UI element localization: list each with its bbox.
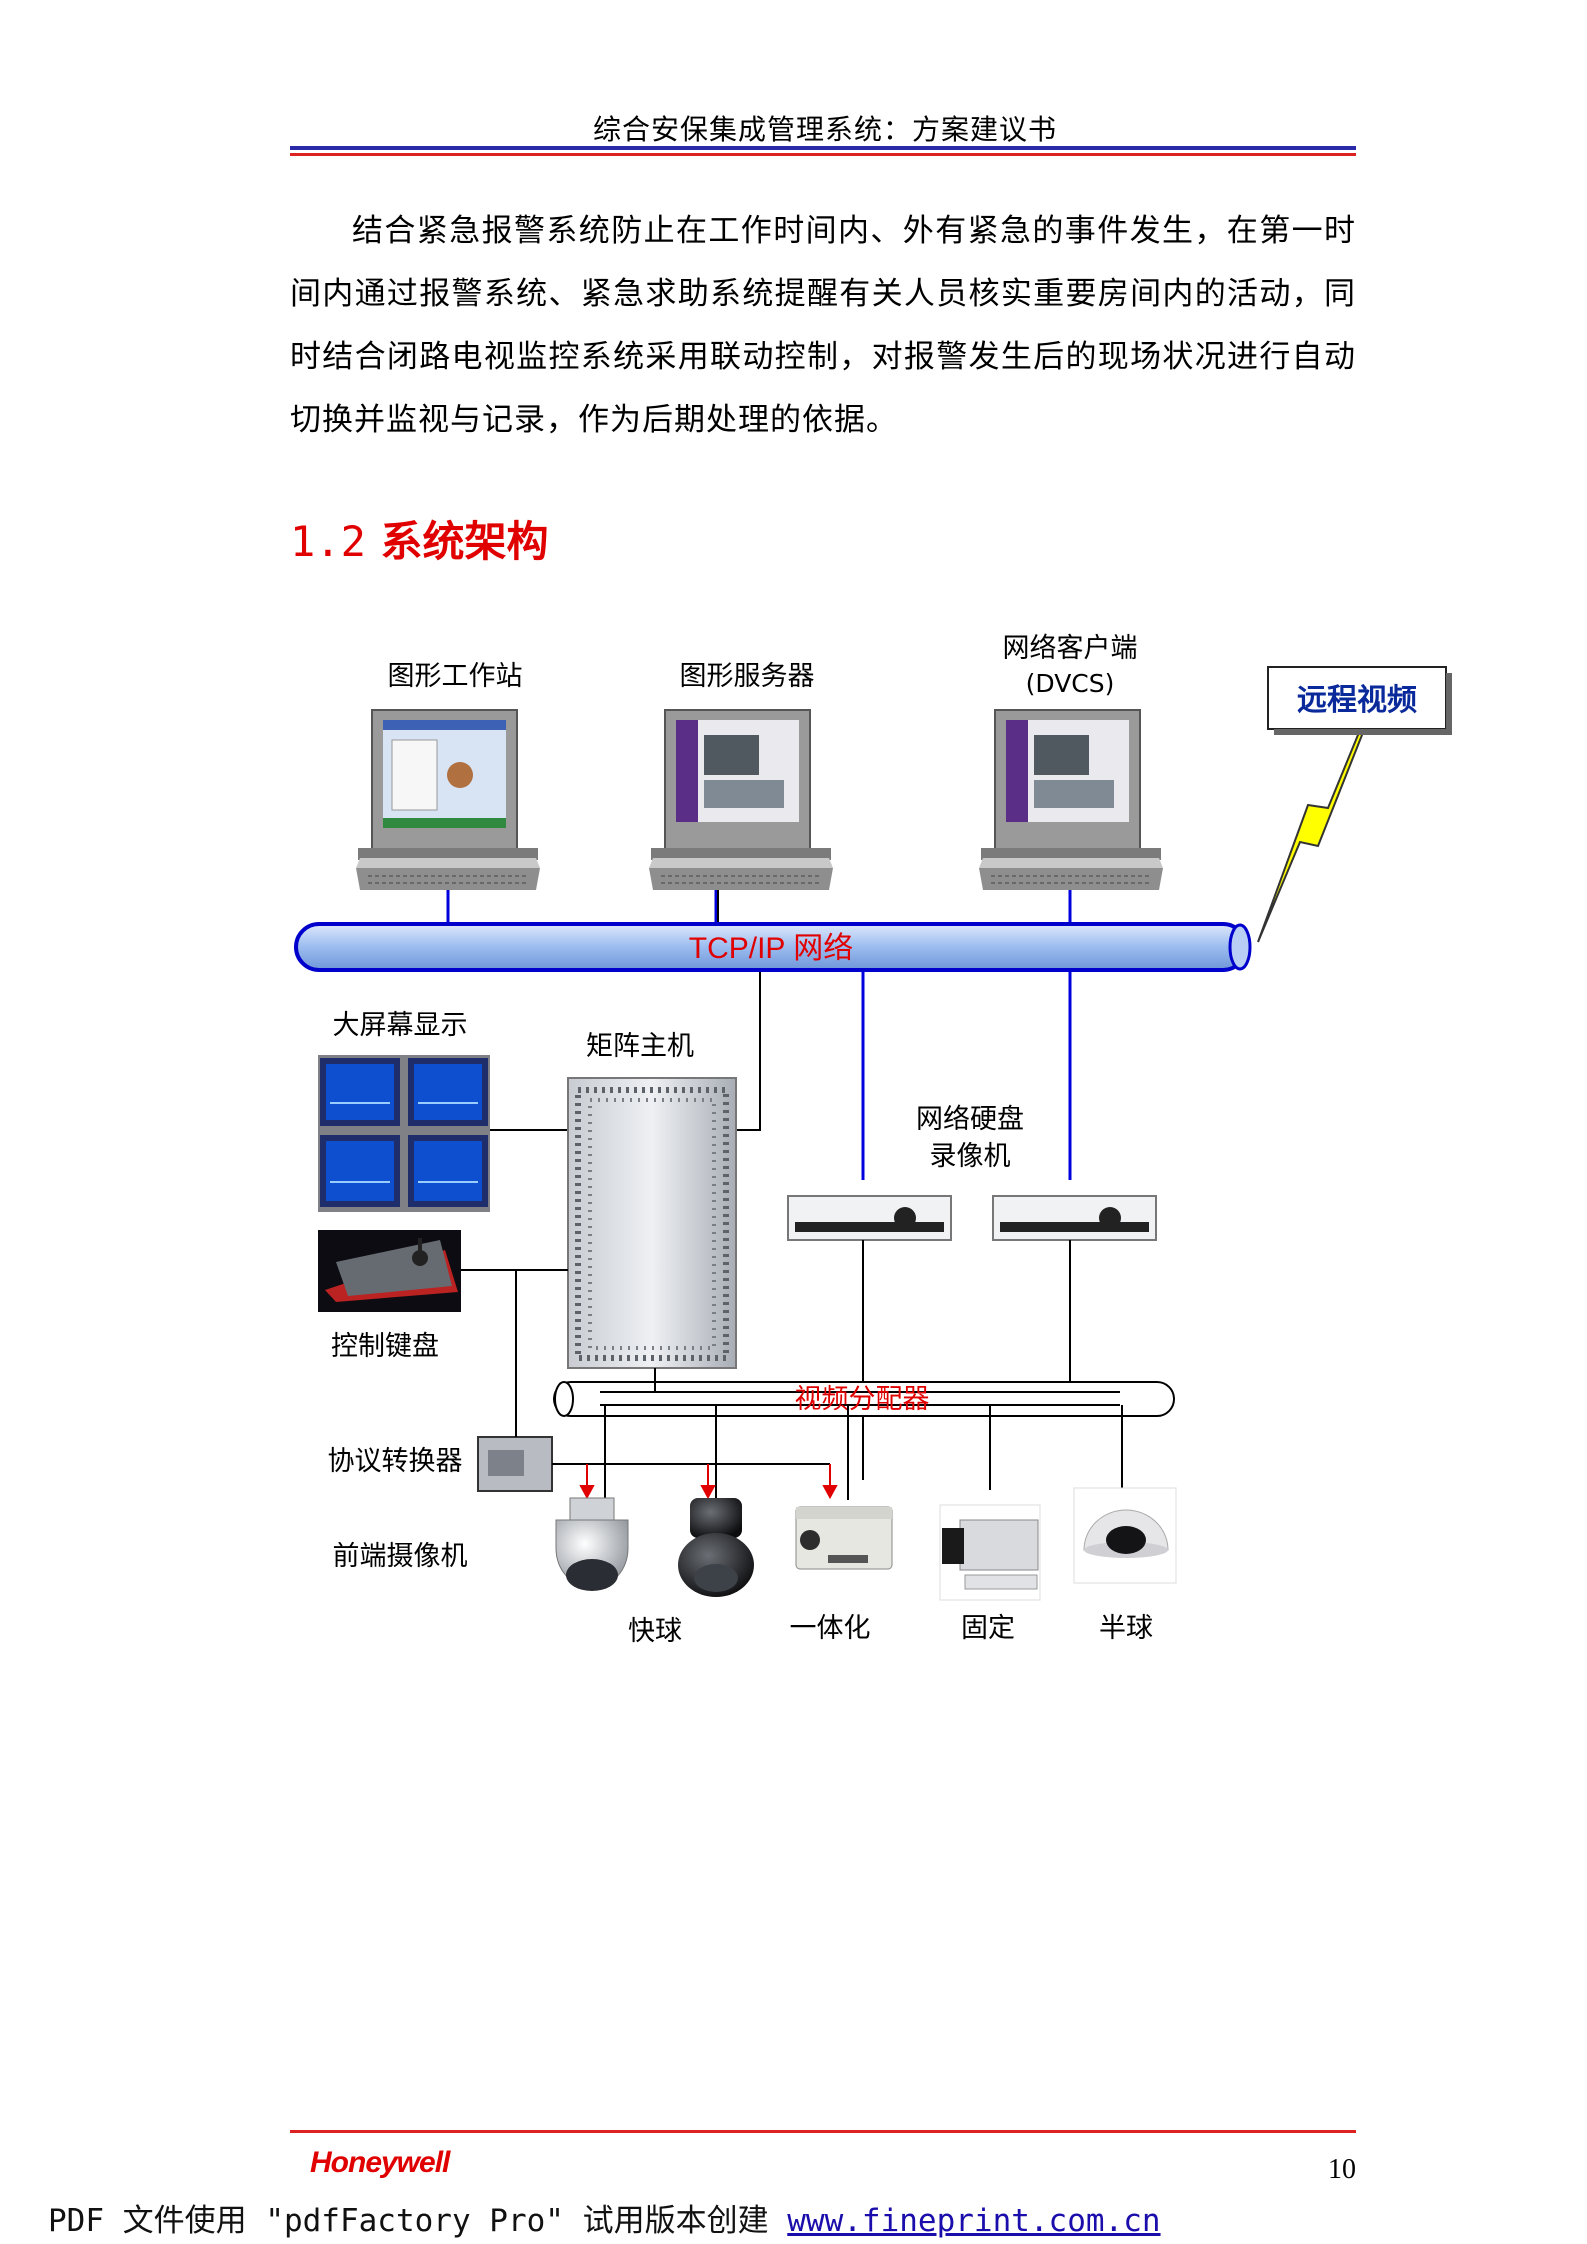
remote-video-box	[1267, 666, 1452, 735]
half-dome-label: 半球	[1099, 1613, 1153, 1644]
graphic-server-computer	[649, 709, 833, 890]
control-arrows	[579, 1464, 838, 1500]
big-screen-label: 大屏幕显示	[333, 1010, 468, 1041]
distributor-label: 视频分配器	[795, 1384, 930, 1415]
section-number: 1.2	[290, 517, 366, 566]
network-links	[446, 890, 1072, 1180]
keyboard-links	[461, 1269, 568, 1420]
matrix-cabinet	[567, 1077, 737, 1369]
speed-dome-label: 快球	[628, 1616, 682, 1647]
speed-dome-camera-black	[678, 1498, 754, 1597]
protocol-converter-label: 协议转换器	[328, 1446, 463, 1477]
body-paragraph: 结合紧急报警系统防止在工作时间内、外有紧急的事件发生，在第一时间内通过报警系统、…	[290, 213, 1356, 438]
fixed-label: 固定	[961, 1613, 1015, 1644]
video-distributor-pipe	[553, 1381, 1175, 1417]
fixed-camera	[939, 1504, 1041, 1601]
section-heading: 1.2 系统架构	[290, 508, 549, 569]
control-keyboard	[318, 1230, 461, 1312]
header-rule-red	[290, 153, 1356, 156]
video-wall	[318, 1055, 490, 1212]
network-dvr-2	[992, 1195, 1157, 1241]
screen-content-icon	[447, 762, 473, 788]
integrated-label: 一体化	[790, 1613, 871, 1644]
network-dvr-1	[787, 1195, 952, 1241]
network-label: TCP/IP 网络	[689, 932, 853, 965]
page-number: 10	[1328, 2154, 1356, 2185]
speed-dome-camera-white	[555, 1497, 629, 1591]
server-label: 图形服务器	[680, 661, 815, 692]
graphic-workstation-computer	[356, 709, 540, 890]
watermark-text: PDF 文件使用 "pdfFactory Pro" 试用版本创建	[48, 2203, 788, 2239]
footer-rule	[290, 2130, 1356, 2133]
section-title: 系统架构	[380, 517, 549, 566]
header-rule-blue	[290, 146, 1356, 150]
tcpip-network-pipe	[294, 922, 1252, 972]
workstation-label: 图形工作站	[388, 661, 523, 692]
remote-video-label: 远程视频	[1297, 683, 1417, 718]
watermark-link[interactable]: www.fineprint.com.cn	[787, 2203, 1161, 2239]
honeywell-logo: Honeywell	[310, 2146, 450, 2179]
converter-links	[515, 1420, 830, 1465]
matrix-label: 矩阵主机	[586, 1031, 694, 1062]
keyboard-label: 控制键盘	[331, 1331, 439, 1362]
network-client-computer	[979, 709, 1163, 890]
distributor-camera-links	[604, 1405, 1123, 1500]
dvr-down-links	[862, 1240, 1071, 1480]
client-label-line1: 网络客户端	[1003, 633, 1138, 664]
client-label-line2: (DVCS)	[1026, 669, 1115, 698]
protocol-converter	[477, 1436, 553, 1492]
lightning-bolt-icon	[1257, 727, 1364, 943]
pdf-watermark: PDF 文件使用 "pdfFactory Pro" 试用版本创建 www.fin…	[48, 2195, 1161, 2240]
half-dome-camera	[1073, 1487, 1177, 1584]
dvr-label-line2: 录像机	[930, 1141, 1011, 1172]
page-header-title: 综合安保集成管理系统：方案建议书	[592, 113, 1057, 146]
dvr-label-line1: 网络硬盘	[916, 1104, 1024, 1135]
matrix-uplink	[735, 970, 761, 1131]
front-cameras-label: 前端摄像机	[333, 1541, 468, 1572]
integrated-camera	[795, 1506, 893, 1570]
